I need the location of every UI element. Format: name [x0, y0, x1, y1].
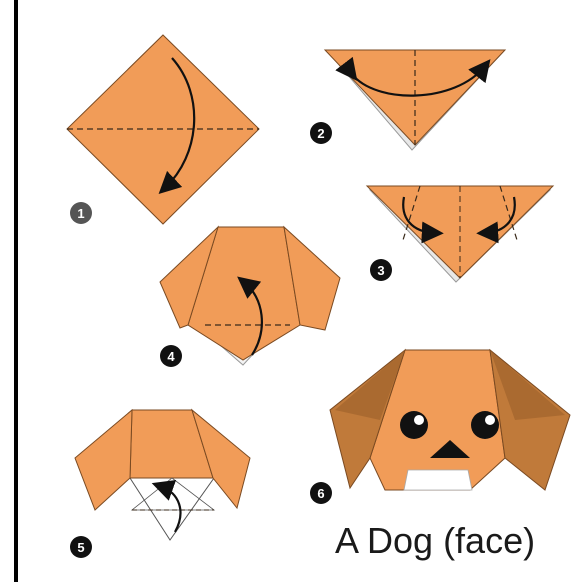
step-5-left-ear [75, 410, 132, 510]
step-6-right-eye [471, 411, 499, 439]
step-4-badge: 4 [160, 345, 182, 367]
step-5-figure [75, 410, 250, 540]
step-4-figure [160, 227, 340, 365]
step-3-badge: 3 [370, 259, 392, 281]
step-5-badge: 5 [70, 536, 92, 558]
step-5-white-flap [130, 478, 214, 540]
diagram-title: A Dog (face) [335, 520, 535, 562]
step-6-badge: 6 [310, 482, 332, 504]
step-3-figure [367, 186, 553, 282]
step-6-left-eye-shine [414, 415, 424, 425]
step-6-left-eye [400, 411, 428, 439]
step-6-mouth-flap [404, 470, 472, 490]
step-1-figure [67, 35, 259, 224]
step-6-right-eye-shine [485, 415, 495, 425]
step-2-figure [325, 50, 505, 150]
step-2-badge: 2 [310, 122, 332, 144]
step-1-badge: 1 [70, 202, 92, 224]
step-6-figure [330, 350, 570, 490]
